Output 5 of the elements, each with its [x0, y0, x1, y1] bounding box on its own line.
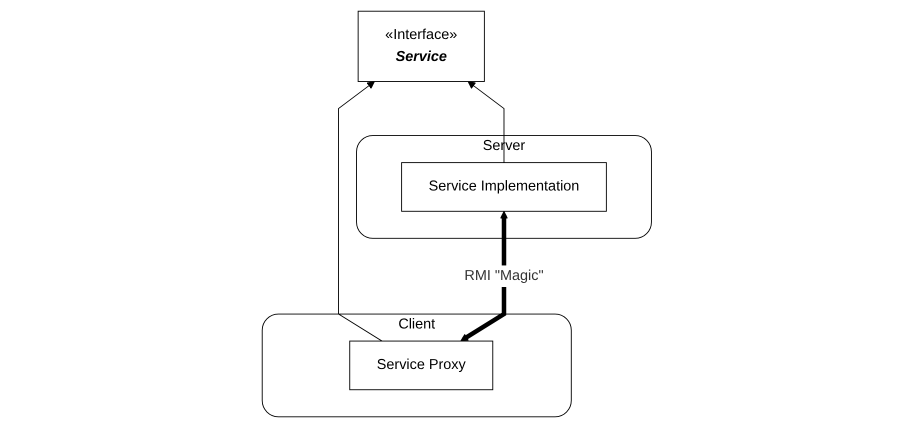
node-box: Service Implementation	[401, 162, 607, 212]
arrow	[338, 80, 383, 342]
edge-label: RMI "Magic"	[464, 268, 544, 283]
node-box: Service Proxy	[349, 340, 494, 390]
node-box: «Interface» Service	[358, 10, 485, 82]
